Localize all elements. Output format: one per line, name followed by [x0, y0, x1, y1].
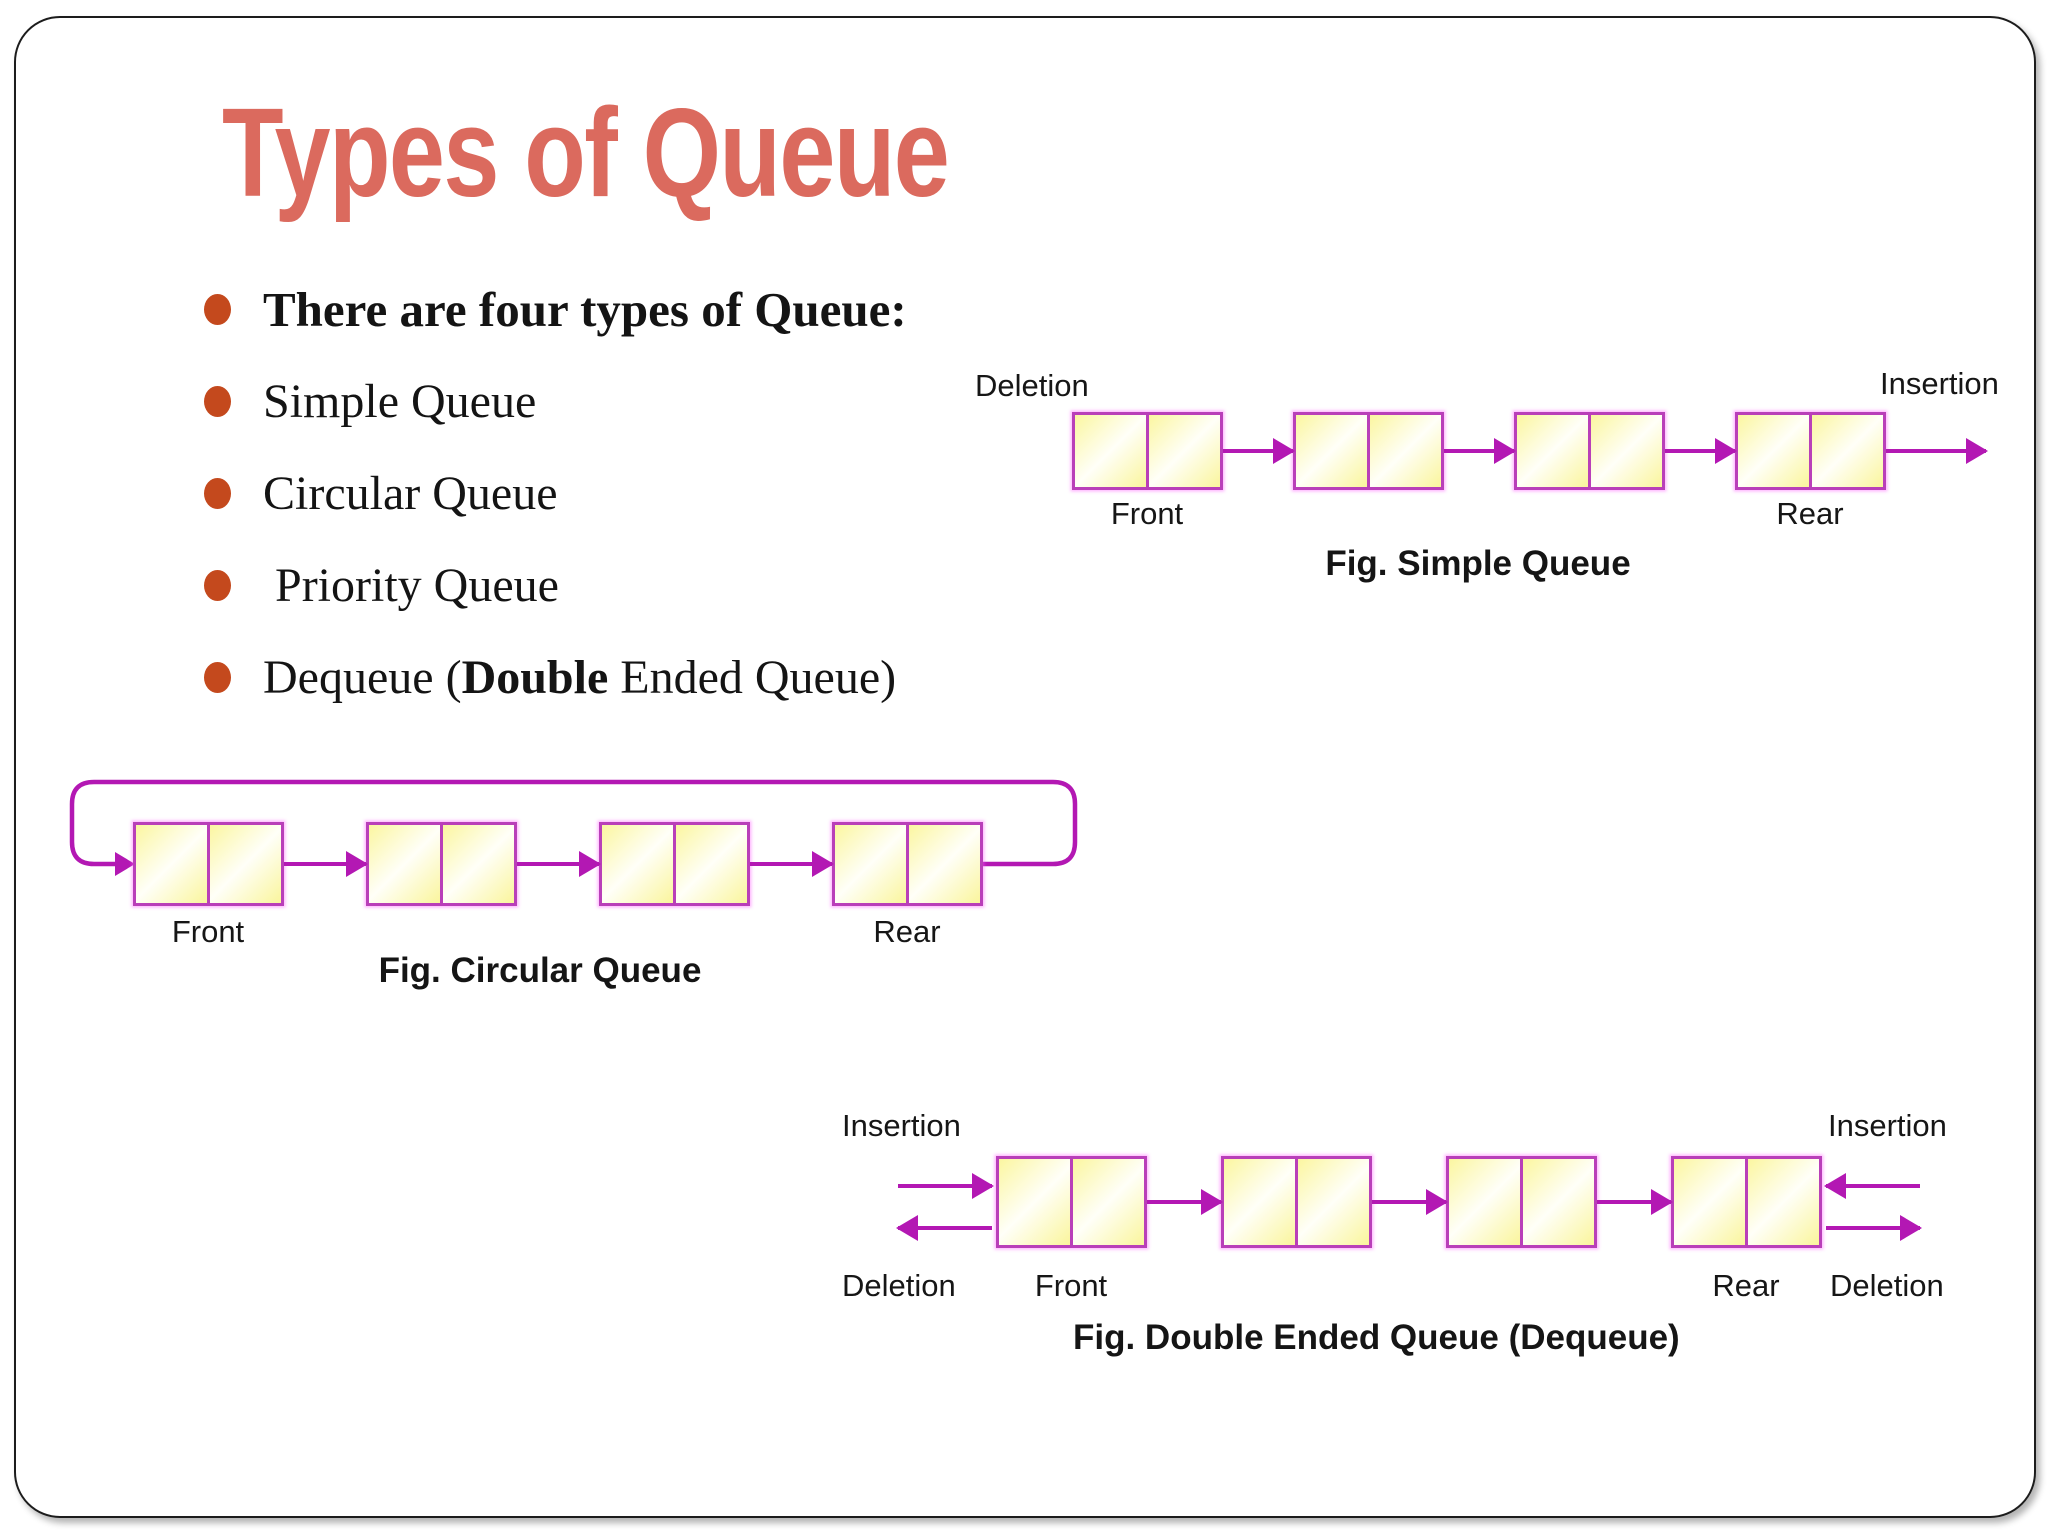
node-pointer-cell: [440, 825, 514, 903]
node-data-cell: [1449, 1159, 1520, 1245]
bullet-text: Dequeue (Double Ended Queue): [263, 646, 896, 710]
node-pointer-cell: [1146, 415, 1220, 487]
node-pointer-cell: [1745, 1159, 1819, 1245]
queue-node: [1671, 1156, 1822, 1248]
bullet-text-bold: Double: [461, 651, 609, 704]
node-pointer-cell: [673, 825, 747, 903]
slide-title: Types of Queue: [222, 82, 950, 223]
simple-queue-node-row: [1072, 412, 1988, 490]
bullet-text: Circular Queue: [263, 467, 558, 520]
node-data-cell: [999, 1159, 1070, 1245]
simple-queue-rear-label: Rear: [1776, 496, 1844, 531]
link-arrow: [517, 851, 601, 877]
queue-node: [996, 1156, 1147, 1248]
node-data-cell: [1738, 415, 1809, 487]
circular-queue-node-row: [133, 822, 983, 906]
node-data-cell: [835, 825, 906, 903]
simple-queue-front-label: Front: [1110, 496, 1184, 531]
bullet-item: There are four types of Queue:: [204, 278, 907, 342]
dequeue-right-deletion-label: Deletion: [1830, 1268, 1944, 1303]
queue-node: [366, 822, 517, 906]
bullet-dot-icon: [204, 386, 231, 417]
bullet-text: There are four types of Queue:: [263, 282, 907, 337]
bullet-item: Dequeue (Double Ended Queue): [204, 646, 907, 710]
bullet-text: Simple Queue: [263, 375, 537, 428]
slide-frame: [14, 16, 2036, 1518]
exit-arrow: [1886, 438, 1988, 464]
link-arrow: [284, 851, 368, 877]
node-pointer-cell: [1070, 1159, 1144, 1245]
bullet-text-part: Ended Queue): [608, 651, 897, 704]
node-data-cell: [369, 825, 440, 903]
dequeue-left-deletion-label: Deletion: [842, 1268, 956, 1303]
dequeue-right-insertion-label: Insertion: [1828, 1108, 1947, 1143]
simple-queue-deletion-label: Deletion: [975, 368, 1089, 403]
bullet-item: Simple Queue: [204, 370, 907, 434]
node-pointer-cell: [1520, 1159, 1594, 1245]
bullet-dot-icon: [204, 294, 231, 325]
link-arrow: [750, 851, 834, 877]
dequeue-left-insertion-arrow: [898, 1173, 994, 1199]
simple-queue-insertion-label: Insertion: [1880, 366, 1999, 401]
node-pointer-cell: [1588, 415, 1662, 487]
dequeue-caption: Fig. Double Ended Queue (Dequeue): [1073, 1318, 1680, 1357]
queue-node: [1735, 412, 1886, 490]
queue-node: [599, 822, 750, 906]
link-arrow: [1223, 438, 1295, 464]
bullet-item: Circular Queue: [204, 462, 907, 526]
queue-node: [1072, 412, 1223, 490]
node-pointer-cell: [1809, 415, 1883, 487]
link-arrow: [1444, 438, 1516, 464]
node-data-cell: [1075, 415, 1146, 487]
queue-node: [133, 822, 284, 906]
dequeue-right-insertion-arrow: [1824, 1173, 1920, 1199]
bullet-item: Priority Queue: [204, 554, 907, 618]
bullet-dot-icon: [204, 570, 231, 601]
node-data-cell: [1296, 415, 1367, 487]
dequeue-front-label: Front: [1034, 1268, 1108, 1303]
node-data-cell: [1517, 415, 1588, 487]
bullet-dot-icon: [204, 478, 231, 509]
dequeue-right-deletion-arrow: [1826, 1215, 1922, 1241]
link-arrow: [1147, 1189, 1223, 1215]
node-pointer-cell: [207, 825, 281, 903]
link-arrow: [1665, 438, 1737, 464]
circular-queue-caption: Fig. Circular Queue: [378, 951, 702, 990]
node-pointer-cell: [1295, 1159, 1369, 1245]
node-data-cell: [1224, 1159, 1295, 1245]
dequeue-rear-label: Rear: [1712, 1268, 1780, 1303]
dequeue-left-insertion-label: Insertion: [842, 1108, 961, 1143]
circular-loop-arrow: [69, 779, 1078, 876]
queue-node: [1446, 1156, 1597, 1248]
node-data-cell: [602, 825, 673, 903]
node-data-cell: [1674, 1159, 1745, 1245]
bullet-text: Priority Queue: [275, 559, 559, 612]
queue-node: [1221, 1156, 1372, 1248]
node-pointer-cell: [1367, 415, 1441, 487]
queue-node: [1514, 412, 1665, 490]
node-data-cell: [136, 825, 207, 903]
circular-queue-front-label: Front: [171, 914, 245, 949]
simple-queue-caption: Fig. Simple Queue: [1325, 544, 1631, 583]
dequeue-left-deletion-arrow: [896, 1215, 992, 1241]
queue-node: [832, 822, 983, 906]
link-arrow: [1597, 1189, 1673, 1215]
circular-queue-rear-label: Rear: [873, 914, 941, 949]
bullet-text-part: Dequeue (: [263, 651, 462, 704]
node-pointer-cell: [906, 825, 980, 903]
queue-node: [1293, 412, 1444, 490]
link-arrow: [1372, 1189, 1448, 1215]
bullet-dot-icon: [204, 662, 231, 693]
bullet-list: There are four types of Queue: Simple Qu…: [204, 278, 907, 738]
dequeue-node-row: [996, 1156, 1822, 1248]
